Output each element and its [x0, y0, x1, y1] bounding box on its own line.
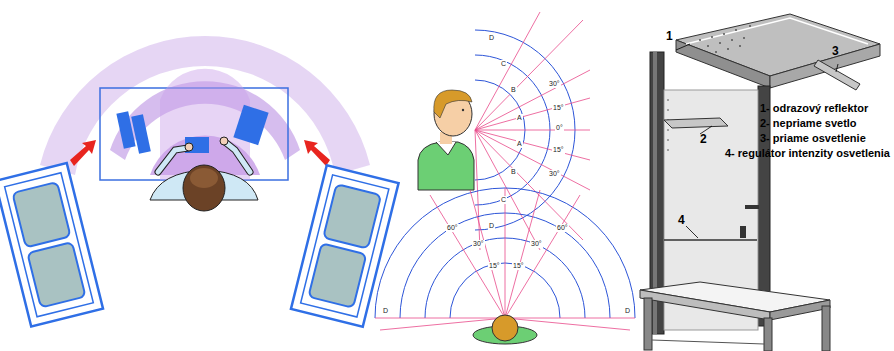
- legend-line: 2- nepriame svetlo: [760, 117, 857, 129]
- callout-number: 3: [832, 45, 839, 58]
- angle-label: 15°: [488, 262, 501, 270]
- zone-letter: C: [500, 60, 507, 68]
- zone-letter: D: [624, 307, 631, 315]
- callout-number: 4: [678, 214, 685, 227]
- angle-label: 15°: [552, 146, 565, 154]
- angle-label: 15°: [552, 104, 565, 112]
- workplace-top-view: [0, 36, 399, 327]
- zone-letter: A: [516, 140, 523, 148]
- zone-letter: D: [488, 34, 495, 42]
- zone-letter: D: [488, 222, 495, 230]
- angle-label: 30°: [548, 80, 561, 88]
- callout-number: 1: [666, 30, 673, 43]
- angle-label: 30°: [530, 240, 543, 248]
- callout-number: 2: [700, 133, 707, 146]
- angle-label: 60°: [446, 224, 459, 232]
- angle-label: 15°: [512, 262, 525, 270]
- zone-letter: C: [500, 196, 507, 204]
- legend-line: 4- regulátor intenzity osvetlenia: [725, 147, 890, 159]
- angle-label: 0°: [555, 124, 564, 132]
- visual-field-top-view: [375, 188, 635, 344]
- workstation: [640, 14, 880, 351]
- legend-line: 1- odrazový reflektor: [760, 102, 868, 114]
- zone-letter: D: [382, 307, 389, 315]
- zone-letter: B: [510, 86, 517, 94]
- visual-field-side-view: [418, 12, 590, 250]
- zone-letter: A: [516, 114, 523, 122]
- angle-label: 30°: [548, 170, 561, 178]
- angle-label: 30°: [472, 240, 485, 248]
- legend-line: 3- priame osvetlenie: [760, 132, 866, 144]
- zone-letter: B: [510, 168, 517, 176]
- angle-label: 60°: [556, 224, 569, 232]
